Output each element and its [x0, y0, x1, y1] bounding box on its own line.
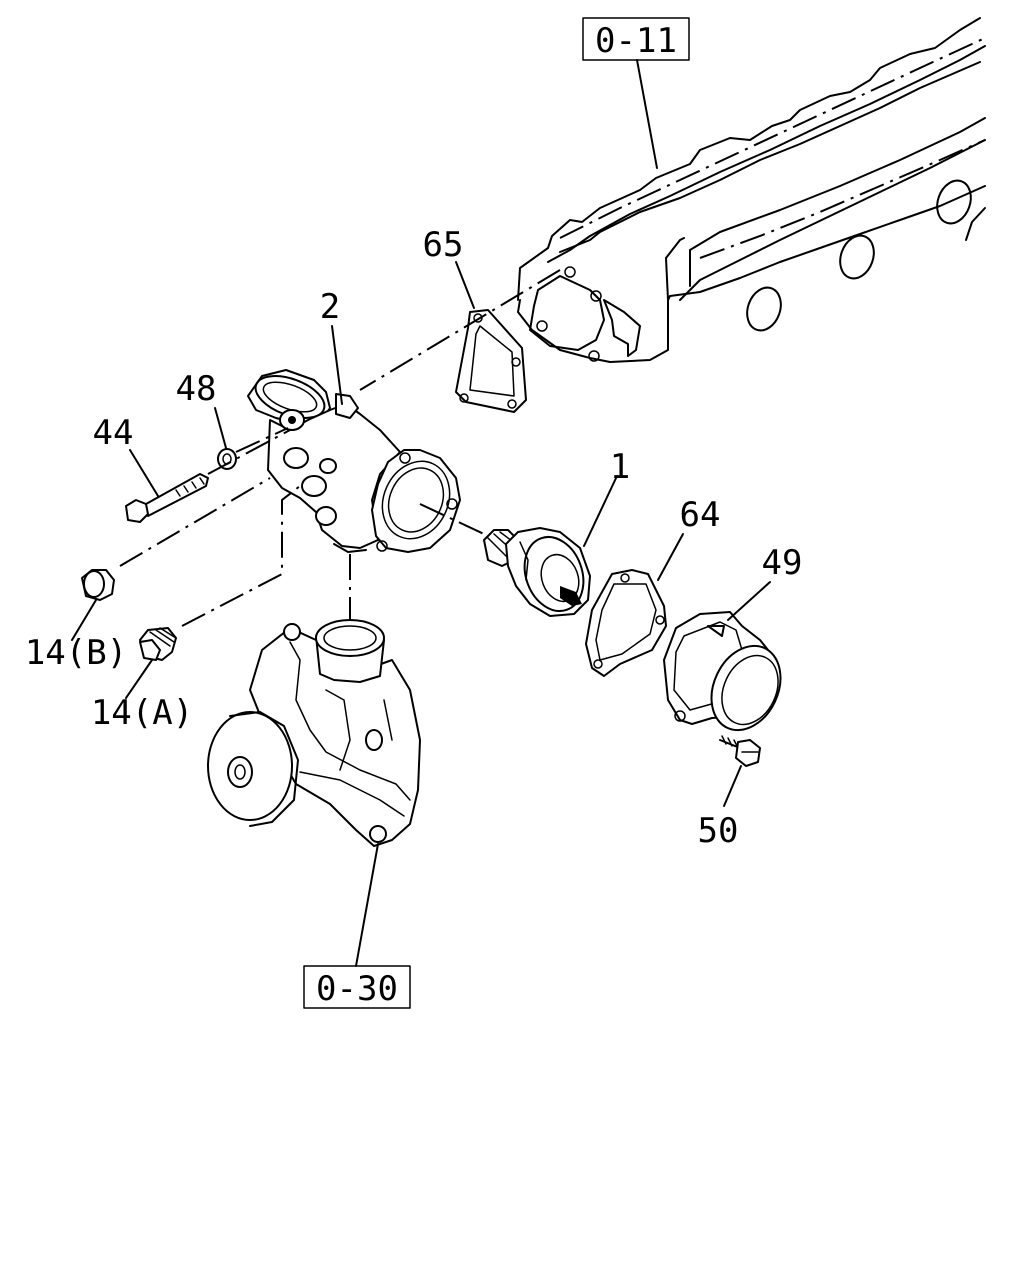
callout-49[interactable]: 49 [762, 543, 803, 583]
callout-14a[interactable]: 14(A) [91, 693, 193, 733]
leader-line-65 [455, 261, 475, 309]
center-line-14a [181, 485, 301, 627]
bolt-50[interactable] [719, 735, 761, 767]
leader-line-14a [125, 659, 153, 699]
callout-48[interactable]: 48 [176, 369, 217, 409]
plug-14b[interactable] [81, 569, 115, 601]
reference-label-bottom: 0-30 [316, 969, 398, 1009]
gasket-64[interactable] [585, 569, 667, 677]
callout-44[interactable]: 44 [93, 413, 134, 453]
sensor-14a[interactable] [139, 627, 177, 661]
center-line-14b [119, 477, 271, 567]
leader-line-14b [71, 599, 97, 641]
center-line-bolt [207, 429, 291, 475]
reference-box-top[interactable]: 0-11 [582, 17, 690, 169]
callout-14b[interactable]: 14(B) [25, 633, 127, 673]
gasket-65[interactable] [455, 309, 527, 413]
center-line-thermostat-axis [419, 503, 485, 535]
leader-line-bottom-ref [355, 843, 379, 967]
leader-line-44 [129, 449, 159, 497]
leader-line-64 [657, 533, 684, 581]
leader-line-49 [727, 581, 771, 621]
leader-line-1 [583, 475, 618, 547]
reference-label-top: 0-11 [595, 21, 677, 61]
cylinder-head [517, 17, 986, 363]
callout-50[interactable]: 50 [698, 811, 739, 851]
bolt-44[interactable] [125, 473, 209, 523]
thermostat-1[interactable] [483, 527, 593, 619]
water-pump [207, 619, 421, 847]
reference-box-bottom[interactable]: 0-30 [303, 965, 411, 1009]
callout-2[interactable]: 2 [320, 287, 340, 327]
center-line-washer [235, 427, 289, 453]
callout-1[interactable]: 1 [610, 447, 630, 487]
washer-48[interactable] [217, 448, 237, 470]
callout-64[interactable]: 64 [680, 495, 721, 535]
leader-line-top-ref [636, 59, 658, 169]
callout-65[interactable]: 65 [423, 225, 464, 265]
leader-line-2 [331, 325, 343, 405]
leader-line-50 [723, 765, 742, 807]
leader-line-48 [214, 407, 227, 449]
center-line-head-to-housing [359, 269, 561, 391]
thermostat-housing-2[interactable] [247, 368, 462, 553]
thermostat-cover-49[interactable] [663, 611, 794, 741]
